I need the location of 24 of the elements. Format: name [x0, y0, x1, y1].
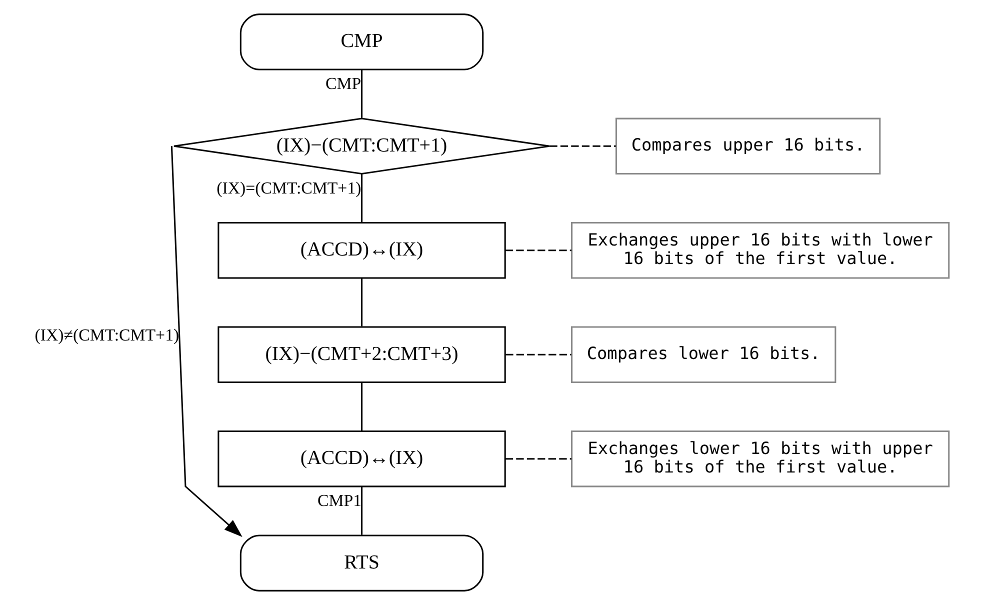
node-box: Compares upper 16 bits. [614, 118, 880, 174]
node-box: (IX)−(CMT+2:CMT+3) [217, 326, 506, 383]
connector [505, 250, 571, 252]
node-box: (ACCD)↔(IX) [217, 430, 506, 488]
connector [360, 278, 362, 326]
edge-label: CMP1 [317, 490, 362, 510]
node-box: Exchanges lower 16 bits with upper 16 bits of the first value. [570, 430, 950, 488]
node-box: (ACCD)↔(IX) [217, 222, 506, 279]
node-diamond: (IX)−(CMT:CMT+1) [172, 118, 550, 175]
connector [505, 354, 571, 356]
node-box: Exchanges upper 16 bits with lower 16 bits of the first value. [570, 222, 950, 279]
connector [549, 145, 616, 147]
arrow [170, 146, 242, 538]
connector [360, 486, 362, 535]
connector [360, 382, 362, 431]
connector [505, 458, 571, 460]
edge-label: (IX)≠(CMT:CMT+1) [34, 325, 179, 344]
connector [360, 174, 362, 222]
edge-label: (IX)=(CMT:CMT+1) [216, 178, 361, 198]
node-box: CMP [239, 14, 484, 70]
edge-label: CMP [325, 74, 361, 94]
node-box: Compares lower 16 bits. [570, 326, 836, 383]
connector [360, 70, 362, 118]
node-box: RTS [239, 534, 484, 592]
